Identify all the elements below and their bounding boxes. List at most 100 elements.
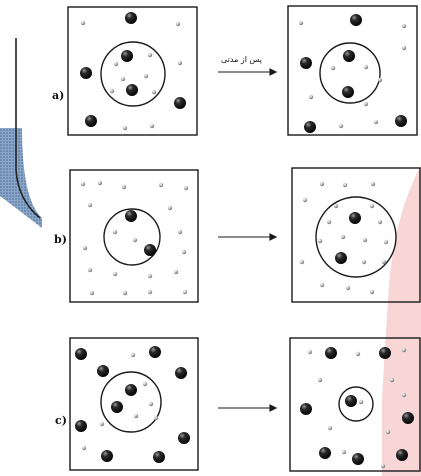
panel-a-after	[287, 5, 418, 136]
arrow-b	[218, 233, 278, 241]
small-particle	[121, 184, 127, 190]
large-particle	[379, 347, 391, 359]
small-particle	[401, 23, 407, 29]
small-particle	[99, 421, 105, 427]
membranes	[100, 41, 397, 433]
small-particle	[319, 282, 325, 288]
small-particle	[181, 249, 187, 255]
small-particle	[369, 203, 375, 209]
panel-c-after	[289, 337, 421, 472]
small-particle	[327, 425, 333, 431]
small-particle	[369, 289, 375, 295]
small-particle	[120, 76, 126, 82]
small-particle	[363, 101, 369, 107]
large-particle	[75, 420, 87, 432]
large-particle	[343, 50, 355, 62]
large-particle	[349, 212, 361, 224]
small-particle	[401, 392, 407, 398]
membrane-b-after	[315, 196, 397, 278]
small-particle	[333, 203, 339, 209]
small-particle	[122, 290, 128, 296]
small-particle	[302, 197, 308, 203]
large-particle	[125, 210, 137, 222]
large-particle	[325, 347, 337, 359]
small-particle	[87, 267, 93, 273]
small-particle	[317, 238, 323, 244]
small-particle	[147, 289, 153, 295]
small-particle	[389, 377, 395, 383]
small-particle	[149, 123, 155, 129]
small-particle	[342, 182, 348, 188]
arrows	[218, 68, 278, 412]
small-particle	[362, 237, 368, 243]
panel-b-before	[69, 169, 199, 303]
small-particle	[143, 73, 149, 79]
large-particle	[144, 244, 156, 256]
large-particle	[300, 403, 312, 415]
large-particle	[395, 115, 407, 127]
small-particle	[80, 181, 86, 187]
small-particle	[381, 259, 387, 265]
small-particle	[147, 273, 153, 279]
small-particle	[307, 349, 313, 355]
large-particle	[178, 432, 190, 444]
large-particle	[121, 50, 133, 62]
large-particle	[396, 449, 408, 461]
small-particle	[308, 94, 314, 100]
large-particle	[75, 348, 87, 360]
small-particle	[112, 229, 118, 235]
small-particle	[183, 185, 189, 191]
large-particle	[111, 401, 123, 413]
small-particle	[109, 88, 115, 94]
large-particle	[342, 86, 354, 98]
large-particle	[153, 451, 165, 463]
small-particle	[326, 219, 332, 225]
small-particle	[130, 352, 136, 358]
small-particle	[113, 61, 119, 67]
large-particle	[345, 395, 357, 407]
membrane-c-after	[338, 386, 374, 422]
small-particle	[97, 180, 103, 186]
small-particle	[355, 351, 361, 357]
small-particle	[299, 259, 305, 265]
small-particle	[380, 463, 386, 469]
small-particle	[158, 182, 164, 188]
large-particle	[97, 365, 109, 377]
small-particle	[151, 89, 157, 95]
small-particle	[82, 245, 88, 251]
small-particle	[358, 399, 364, 405]
small-particle	[319, 181, 325, 187]
small-particle	[361, 259, 367, 265]
large-particle	[125, 384, 137, 396]
large-particle	[101, 450, 113, 462]
small-particle	[385, 429, 391, 435]
row-label-a: a)	[52, 89, 65, 102]
arrow-c	[218, 404, 278, 412]
small-particle	[377, 219, 383, 225]
large-particle	[300, 57, 312, 69]
large-particle	[149, 346, 161, 358]
small-particle	[373, 119, 379, 125]
pink-overlay	[382, 165, 421, 476]
arrow-caption: پس از مدتی	[221, 55, 262, 64]
panel-frames	[67, 5, 421, 472]
large-particle	[335, 252, 347, 264]
beaker-liquid	[0, 128, 42, 228]
small-particle	[133, 413, 139, 419]
large-particle	[126, 84, 138, 96]
small-particle	[401, 45, 407, 51]
small-particle	[142, 381, 148, 387]
small-particle	[345, 285, 351, 291]
small-particle	[148, 401, 154, 407]
membrane-c-before	[100, 371, 162, 433]
small-particle	[330, 65, 336, 71]
large-particle	[175, 367, 187, 379]
small-particle	[89, 290, 95, 296]
small-particle	[341, 449, 347, 455]
small-particle	[80, 20, 86, 26]
membrane-b-before	[103, 208, 161, 266]
large-particle	[304, 121, 316, 133]
small-particle	[81, 445, 87, 451]
small-particle	[87, 202, 93, 208]
